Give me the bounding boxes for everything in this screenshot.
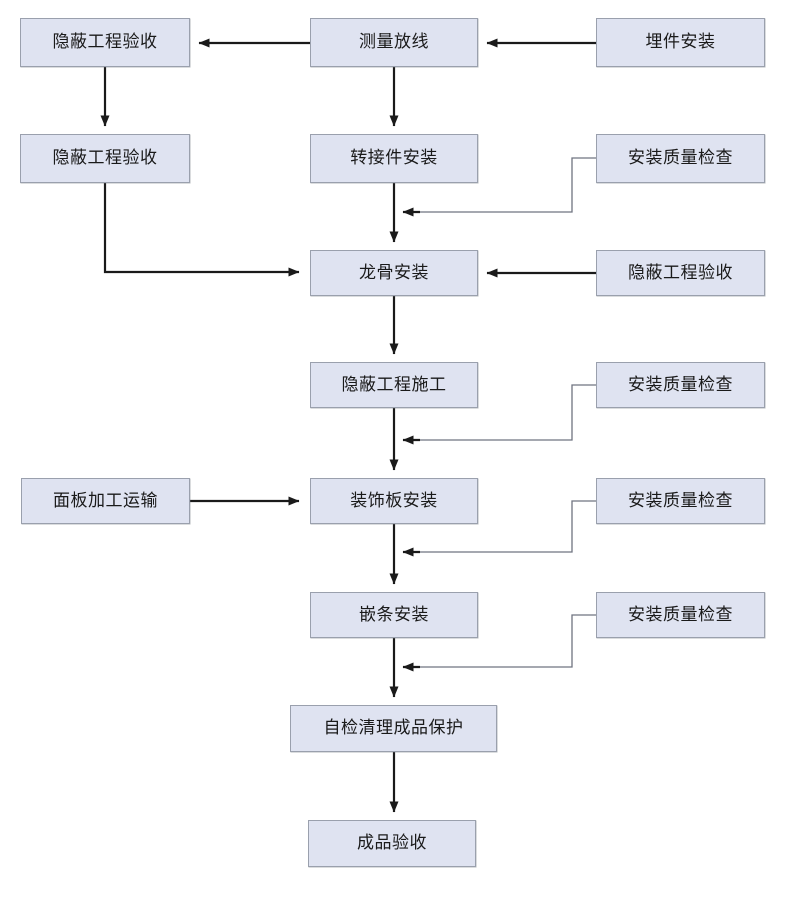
node-label: 龙骨安装 [359, 262, 429, 283]
node-quality-check-1[interactable]: 安装质量检查 [596, 134, 765, 183]
node-quality-check-3[interactable]: 安装质量检查 [596, 478, 765, 524]
node-embedded-parts-installation[interactable]: 埋件安装 [596, 18, 765, 67]
node-label: 安装质量检查 [628, 374, 733, 395]
node-quality-check-4[interactable]: 安装质量检查 [596, 592, 765, 638]
node-label: 装饰板安装 [350, 490, 438, 511]
node-survey-setting-out[interactable]: 测量放线 [310, 18, 478, 67]
node-finished-product-acceptance[interactable]: 成品验收 [308, 820, 476, 867]
node-decorative-panel-installation[interactable]: 装饰板安装 [310, 478, 478, 524]
edge-n4-n7 [103, 183, 300, 277]
node-quality-check-2[interactable]: 安装质量检查 [596, 362, 765, 408]
node-inlay-strip-installation[interactable]: 嵌条安装 [310, 592, 478, 638]
node-keel-installation[interactable]: 龙骨安装 [310, 250, 478, 296]
node-panel-fabrication-transport[interactable]: 面板加工运输 [21, 478, 190, 524]
node-label: 隐蔽工程验收 [52, 32, 158, 52]
node-label: 面板加工运输 [53, 490, 158, 511]
node-label: 安装质量检查 [628, 148, 733, 168]
node-hidden-works-acceptance-2[interactable]: 隐蔽工程验收 [20, 134, 190, 183]
node-self-inspection-cleaning-protection[interactable]: 自检清理成品保护 [290, 705, 497, 752]
node-label: 自检清理成品保护 [323, 718, 464, 738]
node-label: 测量放线 [359, 32, 429, 52]
node-label: 转接件安装 [350, 148, 438, 168]
node-label: 成品验收 [357, 833, 427, 853]
node-label: 隐蔽工程验收 [628, 262, 733, 283]
node-label: 安装质量检查 [628, 604, 733, 625]
node-label: 隐蔽工程验收 [52, 148, 158, 168]
node-hidden-works-acceptance-1[interactable]: 隐蔽工程验收 [20, 18, 190, 67]
node-label: 隐蔽工程施工 [341, 374, 447, 395]
node-label: 埋件安装 [645, 32, 716, 52]
node-label: 嵌条安装 [359, 604, 429, 625]
node-label: 安装质量检查 [628, 490, 733, 511]
node-hidden-works-acceptance-3[interactable]: 隐蔽工程验收 [596, 250, 765, 296]
node-adapter-installation[interactable]: 转接件安装 [310, 134, 478, 183]
node-hidden-works-construction[interactable]: 隐蔽工程施工 [310, 362, 478, 408]
